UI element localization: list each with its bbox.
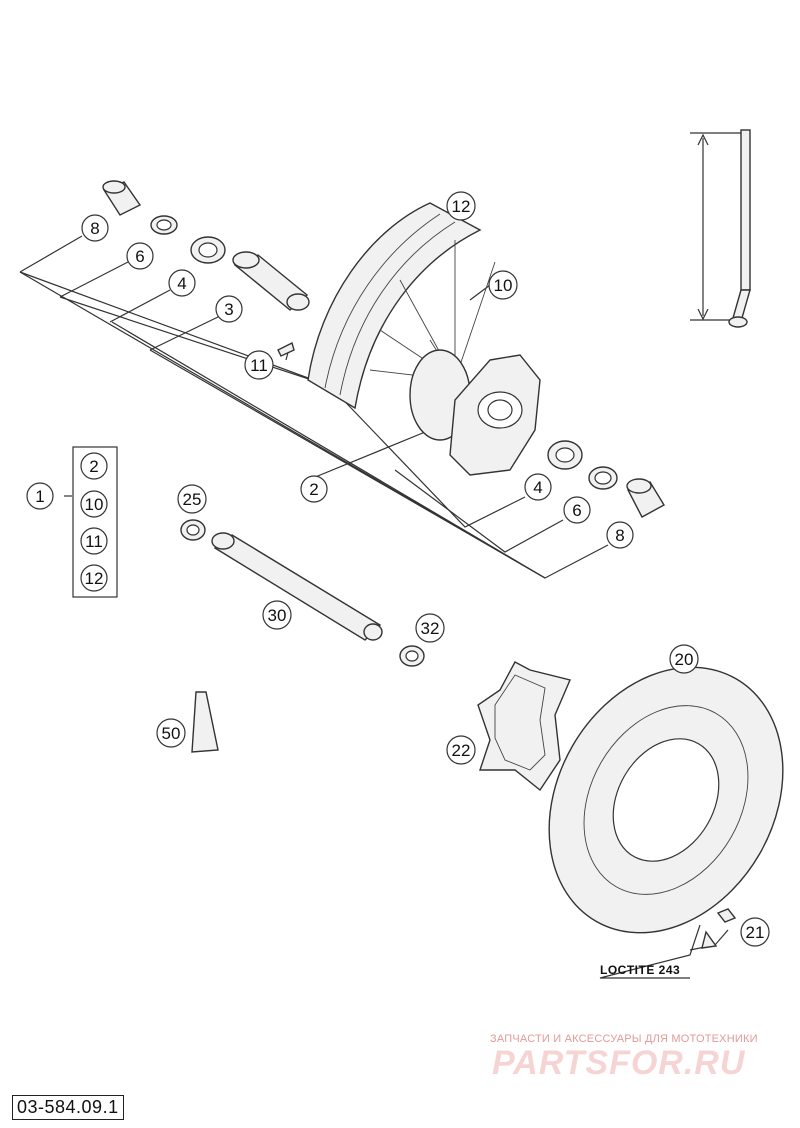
svg-text:8: 8 xyxy=(615,526,624,545)
spacer-bushing-8-right xyxy=(626,478,665,518)
svg-text:10: 10 xyxy=(85,495,104,514)
svg-text:4: 4 xyxy=(177,274,186,293)
svg-text:2: 2 xyxy=(89,457,98,476)
callout-20: 20 xyxy=(669,644,699,674)
spoke-length-diagram xyxy=(690,129,751,328)
kit-member-11: 11 xyxy=(80,527,108,555)
callout-4-lower: 4 xyxy=(524,473,552,501)
diagram-reference-code: 03-584.09.1 xyxy=(12,1095,124,1120)
callout-8-upper: 8 xyxy=(81,214,109,242)
svg-text:8: 8 xyxy=(90,219,99,238)
brake-disc-20 xyxy=(548,666,784,934)
rim-12 xyxy=(307,202,482,410)
bushing-25 xyxy=(180,519,206,541)
ball-bearing-4-right xyxy=(547,440,583,470)
leader-lines xyxy=(19,215,729,979)
watermark-subtitle: ЗАПЧАСТИ И АКСЕССУАРЫ ДЛЯ МОТОТЕХНИКИ xyxy=(490,1033,758,1045)
svg-text:10: 10 xyxy=(494,276,513,295)
wheel-axle-30 xyxy=(211,532,383,641)
callout-3: 3 xyxy=(215,295,243,323)
svg-text:6: 6 xyxy=(135,247,144,266)
callout-4-upper: 4 xyxy=(168,269,196,297)
svg-text:3: 3 xyxy=(224,300,233,319)
svg-text:11: 11 xyxy=(250,356,268,375)
callout-22: 22 xyxy=(446,735,476,765)
shaft-seal-6-right xyxy=(588,466,618,490)
spacer-plate-22 xyxy=(477,661,571,792)
loctite-note: LOCTITE 243 xyxy=(600,963,681,977)
callout-32: 32 xyxy=(415,613,445,643)
svg-text:21: 21 xyxy=(746,923,765,942)
kit-callout-1: 1 xyxy=(26,482,54,510)
callout-30: 30 xyxy=(262,600,292,630)
svg-text:2: 2 xyxy=(309,480,318,499)
spacer-tube-3 xyxy=(232,251,310,311)
callout-8-lower: 8 xyxy=(606,521,634,549)
svg-text:25: 25 xyxy=(183,490,202,509)
spacer-bushing-8-left xyxy=(102,180,142,216)
svg-text:4: 4 xyxy=(533,478,542,497)
callout-6-lower: 6 xyxy=(563,496,591,524)
callout-12: 12 xyxy=(446,191,476,221)
svg-text:30: 30 xyxy=(268,606,287,625)
svg-text:12: 12 xyxy=(452,197,471,216)
kit-member-2: 2 xyxy=(80,452,108,480)
svg-text:12: 12 xyxy=(85,569,104,588)
svg-text:50: 50 xyxy=(162,724,181,743)
svg-text:6: 6 xyxy=(572,501,581,520)
callout-50: 50 xyxy=(156,718,186,748)
ball-bearing-4-left xyxy=(190,236,226,264)
bushing-32 xyxy=(399,645,425,667)
grease-tube-50 xyxy=(191,691,219,753)
svg-text:20: 20 xyxy=(675,650,694,669)
kit-member-10: 10 xyxy=(80,490,108,518)
wheel-hub-2 xyxy=(409,349,541,476)
callout-21: 21 xyxy=(740,917,770,947)
callout-10: 10 xyxy=(488,270,518,300)
spoke-nipple-11 xyxy=(277,341,295,357)
callout-6-upper: 6 xyxy=(126,242,154,270)
svg-text:1: 1 xyxy=(35,487,44,506)
shaft-seal-6-left xyxy=(150,215,178,235)
disc-bolt-21 xyxy=(701,908,737,949)
kit-group-box xyxy=(72,446,118,598)
svg-text:22: 22 xyxy=(452,741,471,760)
kit-member-12: 12 xyxy=(80,564,108,592)
svg-text:11: 11 xyxy=(85,532,103,551)
callout-11: 11 xyxy=(244,350,274,380)
callout-2: 2 xyxy=(300,475,328,503)
watermark-brand: PARTSFOR.RU xyxy=(492,1044,746,1082)
svg-text:32: 32 xyxy=(421,619,440,638)
callout-25: 25 xyxy=(177,484,207,514)
